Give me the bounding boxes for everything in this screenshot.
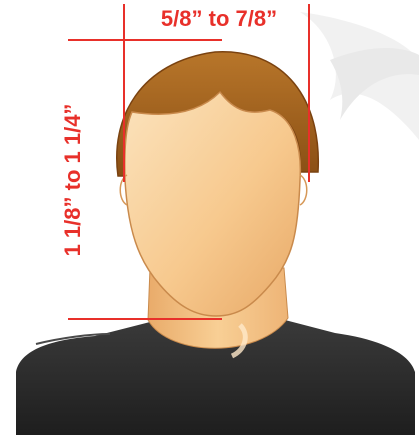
background-swirl — [300, 12, 419, 140]
head-height-label: 1 1/8” to 1 1/4” — [60, 104, 85, 257]
head-width-label: 5/8” to 7/8” — [161, 6, 277, 31]
person-head-icon — [117, 52, 319, 316]
